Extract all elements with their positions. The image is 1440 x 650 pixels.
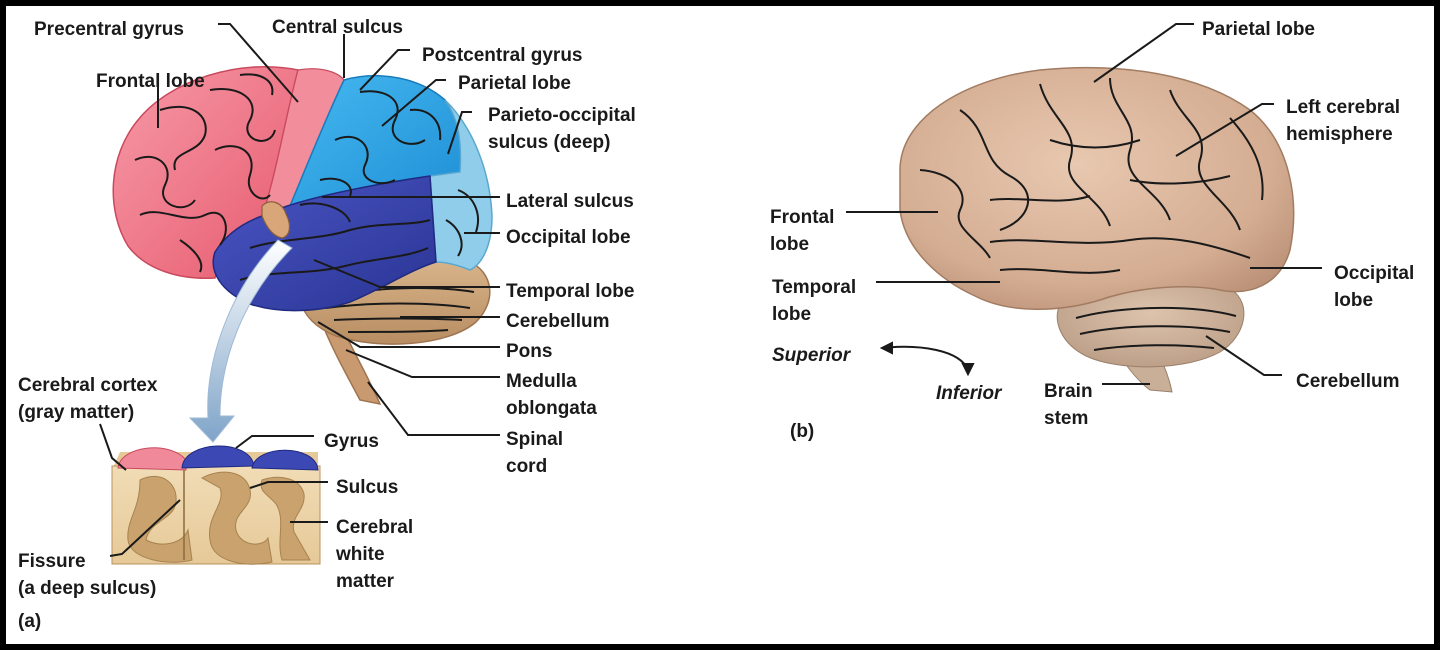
label-precentral-gyrus: Precentral gyrus — [34, 19, 184, 40]
label-frontal-lobe-a: Frontal lobe — [96, 71, 205, 92]
label-pons: Pons — [506, 341, 553, 362]
zoom-arrow — [188, 239, 293, 443]
label-temporal-lobe-a: Temporal lobe — [506, 281, 635, 302]
label-superior: Superior — [772, 345, 851, 366]
occipital-gyri — [445, 189, 479, 257]
label-fissure: Fissure (a deep sulcus) — [18, 551, 157, 599]
photo-cerebellum-folia — [1075, 306, 1237, 351]
photo-sulci — [919, 77, 1264, 274]
label-occipital-lobe-a: Occipital lobe — [506, 227, 631, 248]
label-spinal-cord: Spinal cord — [506, 429, 564, 477]
label-medulla-oblongata: Medulla oblongata — [506, 371, 597, 419]
label-frontal-lobe-b: Frontal lobe — [770, 207, 835, 255]
label-parietal-lobe-a: Parietal lobe — [458, 73, 571, 94]
label-gyrus: Gyrus — [324, 431, 379, 452]
parietal-gyri — [319, 90, 442, 197]
label-temporal-lobe-b: Temporal lobe — [772, 277, 857, 325]
frontal-gyri — [134, 73, 276, 273]
label-parietal-lobe-b: Parietal lobe — [1202, 19, 1315, 40]
gyrus-cap-pink — [117, 447, 187, 471]
label-cerebellum-b: Cerebellum — [1296, 371, 1400, 392]
leader-lines — [99, 23, 1322, 557]
label-sulcus: Sulcus — [336, 477, 399, 498]
photo-brain — [899, 66, 1295, 393]
label-cerebral-cortex: Cerebral cortex (gray matter) — [18, 375, 158, 423]
label-left-cerebral-hemisphere: Left cerebral hemisphere — [1286, 97, 1401, 145]
panel-a-tag: (a) — [18, 611, 42, 632]
gyrus-cap-2 — [251, 449, 319, 471]
diagram-canvas: Precentral gyrus Central sulcus Postcent… — [6, 6, 1434, 644]
brain-anatomy-figure — [99, 23, 1322, 565]
label-inferior: Inferior — [936, 383, 1002, 404]
label-brain-stem: Brain stem — [1044, 381, 1093, 429]
label-occipital-lobe-b: Occipital lobe — [1334, 263, 1415, 311]
temporal-lobe-shape — [212, 175, 437, 312]
gyrus-cap-1 — [181, 445, 255, 469]
label-cerebral-white-matter: Cerebral white matter — [336, 517, 414, 592]
label-parieto-occipital-sulcus: Parieto-occipital sulcus (deep) — [488, 105, 636, 153]
label-postcentral-gyrus: Postcentral gyrus — [422, 45, 583, 66]
panel-b-tag: (b) — [790, 421, 815, 442]
label-central-sulcus: Central sulcus — [272, 17, 403, 38]
label-lateral-sulcus: Lateral sulcus — [506, 191, 634, 212]
illustrated-brain — [112, 66, 493, 406]
label-cerebellum-a: Cerebellum — [506, 311, 610, 332]
insula-tab — [261, 201, 291, 239]
cortex-block — [111, 445, 321, 565]
